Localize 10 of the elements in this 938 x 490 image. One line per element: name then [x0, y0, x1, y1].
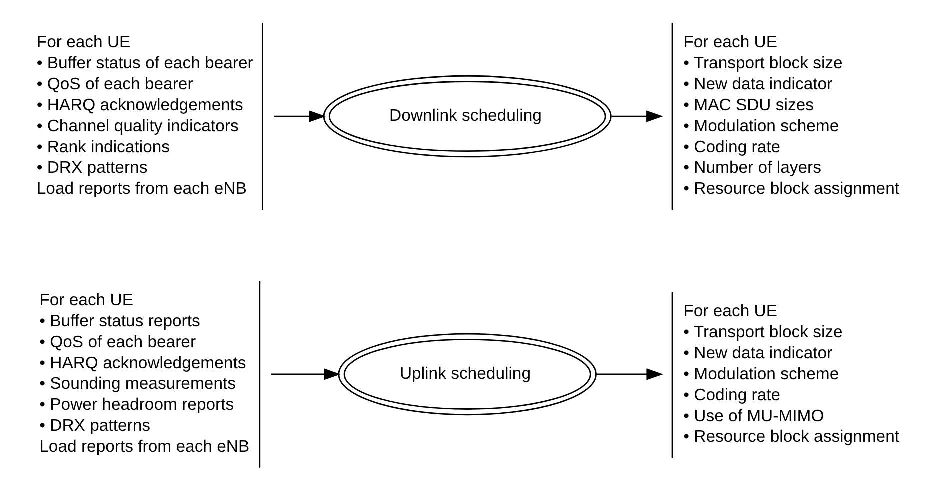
arrow — [271, 368, 341, 380]
node-text: For each UE • Transport block size • New data indicator • Modulation scheme • Coding rate • Use of MU-MIMO • Resource block assignment — [684, 301, 900, 446]
node-ellipse: Downlink scheduling — [323, 74, 612, 158]
node-text: For each UE • Buffer status reports • QoS of each bearer • HARQ acknowledgements • Sounding measurements • Power headroom reports • DRX patterns Load reports from each eNB — [40, 290, 250, 456]
arrow — [612, 110, 664, 122]
arrow — [596, 368, 664, 380]
node-text: For each UE • Buffer status of each bearer • QoS of each bearer • HARQ acknowledgements • Channel quality indicators • Rank indications • DRX patterns Load reports from each eNB — [36, 32, 254, 198]
node-text: For each UE • Transport block size • New data indicator • MAC SDU sizes • Modulation scheme • Coding rate • Number of layers • Resource block assignment — [684, 32, 900, 198]
node-ellipse: Uplink scheduling — [338, 332, 597, 416]
arrow — [274, 110, 326, 122]
